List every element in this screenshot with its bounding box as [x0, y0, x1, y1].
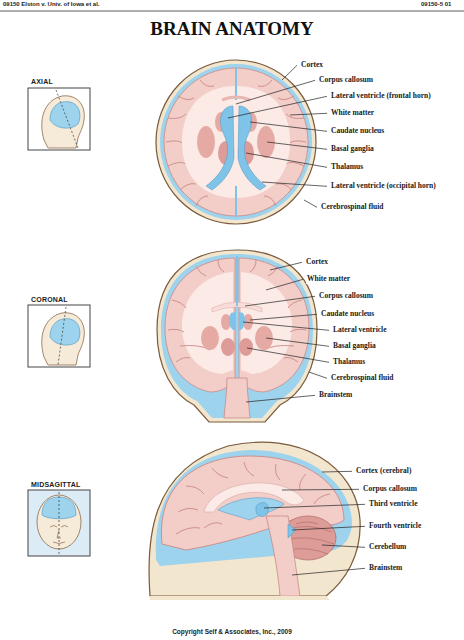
case-header: 09150 Elston v. Univ. of Iowa et al.: [2, 1, 100, 8]
leader-line: [228, 96, 327, 118]
part-label: Thalamus: [330, 163, 364, 172]
part-label: White matter: [306, 275, 351, 284]
part-label: Third ventricle: [368, 500, 419, 509]
part-label: Caudate nucleus: [330, 127, 385, 136]
leader-line: [267, 142, 327, 149]
part-label: Lateral ventricle (occipital horn): [330, 182, 437, 191]
copyright-caption: Copyright Self & Associates, Inc., 2009: [0, 628, 464, 635]
leader-line: [309, 372, 327, 378]
part-label: Brainstem: [318, 391, 353, 400]
leader-line: [243, 322, 329, 330]
leader-line: [246, 153, 327, 167]
view-label: MIDSAGITTAL: [30, 481, 82, 489]
part-label: Fourth ventricle: [368, 522, 422, 531]
leader-line: [322, 545, 365, 547]
leader-line: [262, 182, 327, 186]
part-label: Cortex: [305, 258, 329, 267]
part-label: Cerebrospinal fluid: [320, 203, 384, 212]
leader-line: [304, 200, 317, 207]
case-header: 09150-5 01: [420, 1, 452, 8]
leader-line: [247, 348, 329, 362]
part-label: Corpus callosum: [318, 292, 374, 301]
leader-line: [250, 314, 317, 320]
leader-line: [292, 526, 365, 530]
leader-line: [322, 471, 352, 473]
leader-line: [250, 122, 327, 131]
part-label: White matter: [330, 109, 375, 118]
part-label: Corpus callosum: [318, 76, 374, 85]
leader-line: [245, 296, 315, 306]
leader-line: [282, 65, 297, 80]
page-title: BRAIN ANATOMY: [0, 18, 464, 40]
part-label: Lateral ventricle (frontal horn): [330, 92, 432, 101]
leader-line: [236, 80, 315, 104]
leader-line: [290, 113, 327, 115]
leader-line: [266, 338, 329, 346]
part-label: Cerebrospinal fluid: [330, 374, 394, 383]
part-label: Brainstem: [368, 564, 403, 573]
part-label: Lateral ventricle: [332, 326, 388, 335]
part-label: Caudate nucleus: [320, 310, 375, 319]
part-label: Basal ganglia: [332, 342, 377, 351]
view-label: AXIAL: [30, 78, 54, 86]
leader-line: [264, 504, 365, 508]
leader-line: [282, 489, 359, 491]
leader-line: [266, 279, 303, 290]
part-label: Cortex: [300, 61, 324, 70]
leader-line: [270, 262, 302, 270]
part-label: Cerebellum: [368, 543, 407, 552]
part-label: Corpus callosum: [362, 485, 418, 494]
view-label: CORONAL: [30, 296, 69, 304]
part-label: Cortex (cerebral): [355, 467, 412, 476]
leader-line: [292, 568, 365, 575]
part-label: Basal ganglia: [330, 145, 375, 154]
part-label: Thalamus: [332, 358, 366, 367]
leader-line: [246, 395, 315, 402]
